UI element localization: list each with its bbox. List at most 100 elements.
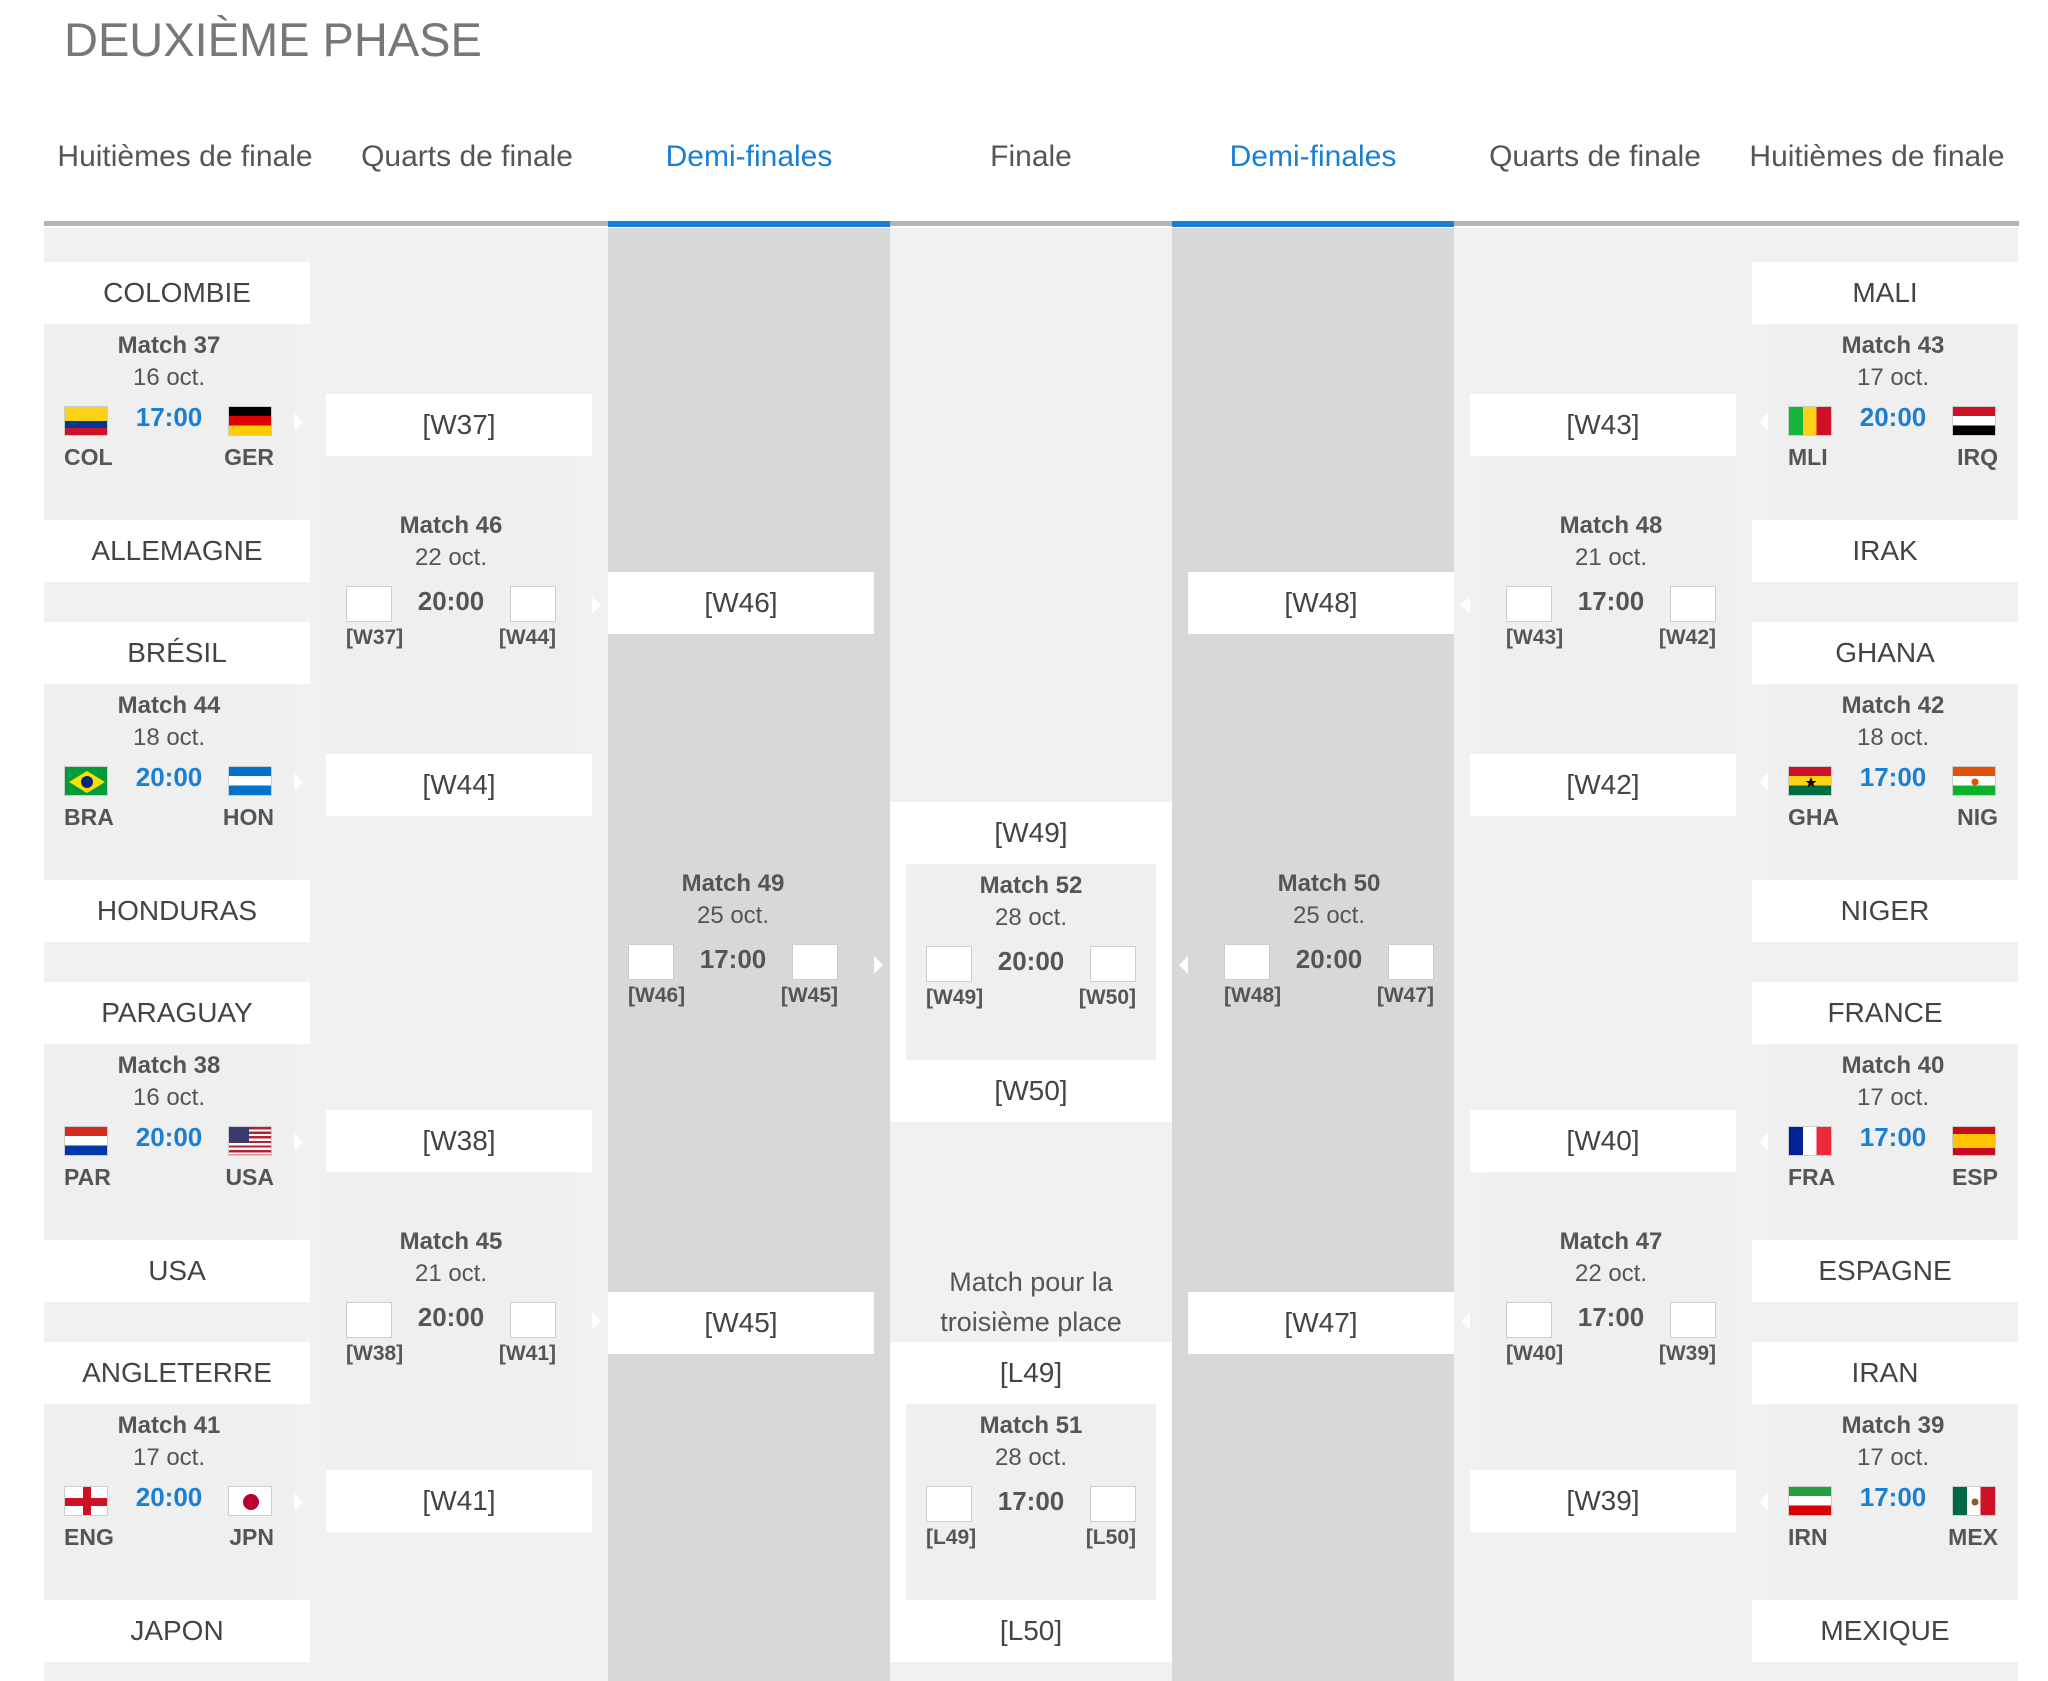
qf-slot: [W37]	[326, 394, 592, 456]
match-date: 16 oct.	[132, 364, 206, 391]
mexico-flag-icon	[1952, 1486, 1996, 1516]
team-code: MEX	[1948, 1524, 1998, 1550]
team-name-away: ESPAGNE	[1752, 1240, 2018, 1302]
match-card[interactable]: Match 44 18 oct. 20:00 BRA HON	[44, 684, 294, 880]
tab-round-of-16-left[interactable]: Huitièmes de finale	[57, 140, 313, 173]
match-card[interactable]: Match 51 28 oct. 17:00 [L49] [L50]	[906, 1404, 1156, 1600]
score-input-home[interactable]	[346, 586, 392, 622]
match-card[interactable]: Match 42 18 oct. 17:00 GHA NIG	[1768, 684, 2018, 880]
team-name-home: MALI	[1752, 262, 2018, 324]
slot-label: [W48]	[1224, 984, 1282, 1007]
bracket-arrow-icon	[1461, 596, 1470, 614]
score-input-home[interactable]	[1506, 586, 1552, 622]
match-card[interactable]: Match 38 16 oct. 20:00 PAR USA	[44, 1044, 294, 1240]
match-time: 17:00	[1859, 1122, 1927, 1152]
team-name-home: IRAN	[1752, 1342, 2018, 1404]
match-title: Match 45	[399, 1228, 503, 1255]
bracket-arrow-icon	[1179, 956, 1188, 974]
match-card[interactable]: Match 41 17 oct. 20:00 ENG JPN	[44, 1404, 294, 1600]
bracket-arrow-icon	[294, 413, 303, 431]
team-name-away: MEXIQUE	[1752, 1600, 2018, 1662]
match-time: 17:00	[135, 402, 203, 432]
slot-label: [W39]	[1658, 1342, 1716, 1365]
team-name-home: ANGLETERRE	[44, 1342, 310, 1404]
score-input-away[interactable]	[1670, 1302, 1716, 1338]
match-card[interactable]: Match 37 16 oct. 17:00 COL GER	[44, 324, 294, 520]
match-date: 18 oct.	[132, 724, 206, 751]
match-time: 20:00	[417, 586, 485, 616]
score-input-away[interactable]	[1090, 1486, 1136, 1522]
score-input-home[interactable]	[1506, 1302, 1552, 1338]
match-date: 21 oct.	[1574, 544, 1648, 571]
match-date: 25 oct.	[1292, 902, 1366, 929]
team-code: MLI	[1788, 444, 1828, 470]
sf-slot: [W47]	[1188, 1292, 1454, 1354]
score-input-away[interactable]	[510, 586, 556, 622]
score-input-away[interactable]	[1670, 586, 1716, 622]
score-input-away[interactable]	[1090, 946, 1136, 982]
honduras-flag-icon	[228, 766, 272, 796]
score-input-away[interactable]	[1388, 944, 1434, 980]
score-input-home[interactable]	[926, 1486, 972, 1522]
match-time: 20:00	[997, 946, 1065, 976]
team-code: JPN	[229, 1524, 274, 1550]
bracket-arrow-icon	[1759, 1133, 1768, 1151]
score-input-away[interactable]	[510, 1302, 556, 1338]
ghana-flag-icon	[1788, 766, 1832, 796]
score-input-home[interactable]	[346, 1302, 392, 1338]
match-card[interactable]: Match 43 17 oct. 20:00 MLI IRQ	[1768, 324, 2018, 520]
slot-label: [W40]	[1506, 1342, 1564, 1365]
match-date: 16 oct.	[132, 1084, 206, 1111]
match-card[interactable]: Match 46 22 oct. 20:00 [W37] [W44]	[326, 456, 576, 754]
score-input-home[interactable]	[628, 944, 674, 980]
match-title: Match 51	[979, 1412, 1083, 1439]
match-card[interactable]: Match 45 21 oct. 20:00 [W38] [W41]	[326, 1172, 576, 1470]
qf-slot: [W43]	[1470, 394, 1736, 456]
match-title: Match 40	[1841, 1052, 1945, 1079]
team-name-home: COLOMBIE	[44, 262, 310, 324]
match-card[interactable]: Match 52 28 oct. 20:00 [W49] [W50]	[906, 864, 1156, 1060]
match-time: 17:00	[997, 1486, 1065, 1516]
match-date: 21 oct.	[414, 1260, 488, 1287]
final-slot: [W49]	[890, 802, 1172, 864]
team-code: ENG	[64, 1524, 114, 1550]
match-time: 17:00	[1859, 1482, 1927, 1512]
tab-quarter-finals-right[interactable]: Quarts de finale	[1489, 140, 1701, 173]
match-title: Match 42	[1841, 692, 1945, 719]
team-code: ESP	[1951, 1164, 1998, 1190]
third-place-slot: [L49]	[890, 1342, 1172, 1404]
match-title: Match 38	[117, 1052, 221, 1079]
tab-quarter-finals-left[interactable]: Quarts de finale	[361, 140, 573, 173]
tab-semi-finals-left[interactable]: Demi-finales	[665, 140, 833, 173]
slot-label: [L49]	[926, 1526, 977, 1549]
match-card[interactable]: Match 49 25 oct. 17:00 [W46] [W45]	[608, 634, 858, 1292]
tab-active-indicator	[1172, 221, 1454, 227]
brazil-flag-icon	[64, 766, 108, 796]
tab-semi-finals-right[interactable]: Demi-finales	[1229, 140, 1397, 173]
match-card[interactable]: Match 47 22 oct. 17:00 [W40] [W39]	[1486, 1172, 1736, 1470]
match-title: Match 44	[117, 692, 221, 719]
match-time: 17:00	[699, 944, 767, 974]
match-title: Match 52	[979, 872, 1083, 899]
match-time: 20:00	[417, 1302, 485, 1332]
match-card[interactable]: Match 50 25 oct. 20:00 [W48] [W47]	[1204, 634, 1454, 1292]
score-input-home[interactable]	[1224, 944, 1270, 980]
match-card[interactable]: Match 39 17 oct. 17:00 IRN MEX	[1768, 1404, 2018, 1600]
qf-slot: [W38]	[326, 1110, 592, 1172]
slot-label: [W45]	[780, 984, 838, 1007]
third-place-label: Match pour la troisième place	[940, 1267, 1122, 1337]
team-name-away: JAPON	[44, 1600, 310, 1662]
bracket-arrow-icon	[592, 596, 601, 614]
match-card[interactable]: Match 48 21 oct. 17:00 [W43] [W42]	[1486, 456, 1736, 754]
match-time: 20:00	[135, 1482, 203, 1512]
match-card[interactable]: Match 40 17 oct. 17:00 FRA ESP	[1768, 1044, 2018, 1240]
match-time: 17:00	[1577, 1302, 1645, 1332]
score-input-away[interactable]	[792, 944, 838, 980]
match-title: Match 39	[1841, 1412, 1945, 1439]
tab-final[interactable]: Finale	[990, 140, 1072, 173]
tab-round-of-16-right[interactable]: Huitièmes de finale	[1749, 140, 2005, 173]
slot-label: [W43]	[1506, 626, 1564, 649]
match-title: Match 37	[117, 332, 221, 359]
team-name-home: GHANA	[1752, 622, 2018, 684]
score-input-home[interactable]	[926, 946, 972, 982]
